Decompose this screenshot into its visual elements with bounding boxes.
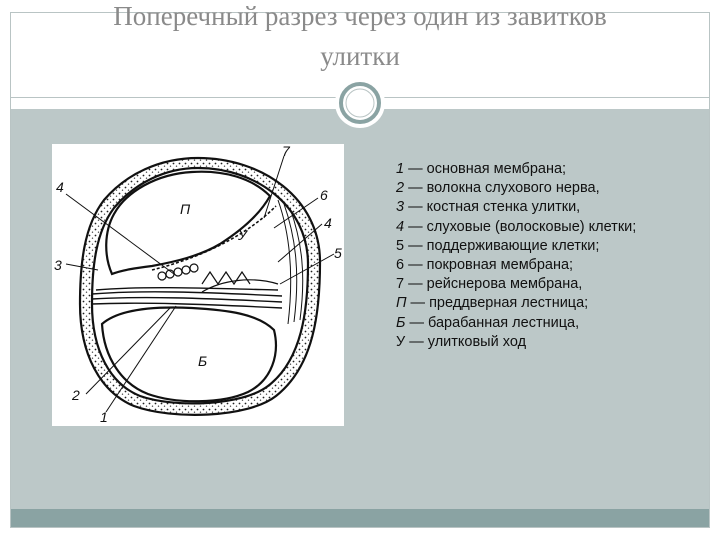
label-2: 2 — [71, 387, 80, 403]
slide-title: Поперечный разрез через один из завитков… — [113, 1, 607, 71]
label-7: 7 — [282, 144, 291, 159]
scala-tympani — [100, 306, 278, 403]
legend-item-5: 5 — поддерживающие клетки; — [396, 237, 600, 254]
label-4-left: 4 — [56, 179, 64, 195]
organ-of-corti — [157, 263, 279, 293]
label-B: Б — [198, 353, 207, 369]
label-U: У — [237, 227, 249, 243]
label-4-right: 4 — [324, 215, 332, 231]
label-1: 1 — [100, 409, 108, 425]
bony-wall — [78, 156, 322, 416]
label-5: 5 — [334, 245, 342, 261]
legend-item-U: У — улитковый ход — [396, 333, 527, 350]
legend-item-1: 1 — основная мембрана; — [396, 161, 567, 177]
stria-vascularis — [277, 199, 304, 325]
nerve-fibers — [91, 286, 283, 309]
circle-ornament-icon — [335, 78, 385, 128]
scala-vestibuli — [105, 170, 272, 276]
legend-item-7: 7 — рейснерова мембрана, — [396, 276, 583, 293]
label-6: 6 — [320, 187, 328, 203]
leader-lines — [65, 155, 335, 413]
legend-item-6: 6 — покровная мембрана; — [396, 257, 574, 274]
legend-list: 1 — основная мембрана; 2 — волокна слухо… — [396, 160, 696, 352]
legend-item-4: 4 — слуховые (волосковые) клетки; — [396, 218, 637, 235]
label-P: П — [180, 201, 191, 217]
cochlea-diagram: 4 3 2 1 7 6 4 5 П У Б — [52, 143, 344, 426]
legend-item-3: 3 — костная стенка улитки, — [396, 199, 581, 216]
legend-item-2: 2 — волокна слухового нерва, — [396, 180, 600, 197]
legend-item-P: П — преддверная лестница; — [396, 295, 589, 312]
label-3: 3 — [54, 257, 62, 273]
legend-item-B: Б — барабанная лестница, — [396, 314, 580, 331]
cochlea-drawing: 4 3 2 1 7 6 4 5 П У Б — [54, 143, 342, 425]
footer-bar — [11, 509, 709, 527]
